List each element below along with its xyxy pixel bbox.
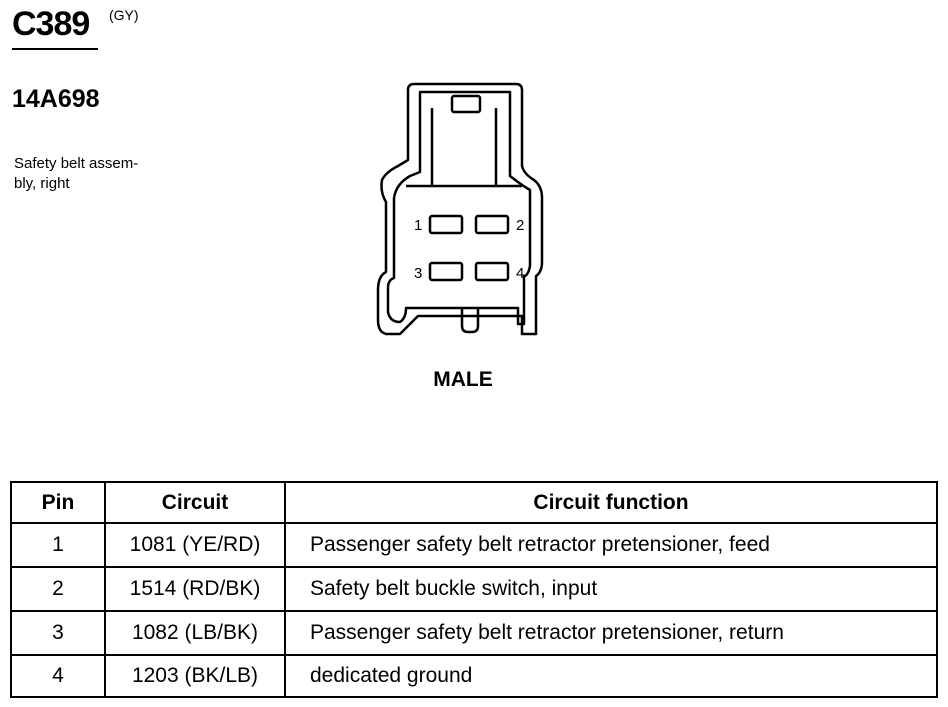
connector-face-diagram: 1 2 3 4 bbox=[376, 82, 544, 336]
table-row: 3 1082 (LB/BK) Passenger safety belt ret… bbox=[10, 610, 938, 656]
pin-label-4: 4 bbox=[516, 265, 524, 282]
cell-pin: 2 bbox=[10, 566, 106, 612]
table-row: 2 1514 (RD/BK) Safety belt buckle switch… bbox=[10, 566, 938, 612]
cell-function: Passenger safety belt retractor pretensi… bbox=[284, 522, 938, 568]
pin-cavity-2 bbox=[474, 214, 510, 235]
part-number: 14A698 bbox=[12, 85, 100, 113]
cell-function: Safety belt buckle switch, input bbox=[284, 566, 938, 612]
description-line-2: bly, right bbox=[14, 175, 70, 192]
cell-pin: 4 bbox=[10, 654, 106, 698]
cell-function: Passenger safety belt retractor pretensi… bbox=[284, 610, 938, 656]
connector-id: C389 bbox=[12, 5, 90, 43]
latch-slot bbox=[450, 94, 482, 114]
header-function: Circuit function bbox=[284, 481, 938, 524]
connector-shell-inner bbox=[386, 90, 532, 326]
cell-circuit: 1081 (YE/RD) bbox=[104, 522, 286, 568]
pin-cavity-1 bbox=[428, 214, 464, 235]
pin-label-2: 2 bbox=[516, 217, 524, 234]
connector-shell-outer bbox=[376, 82, 544, 336]
bottom-key bbox=[460, 308, 480, 334]
cell-pin: 3 bbox=[10, 610, 106, 656]
title-underline bbox=[12, 48, 98, 50]
header-pin: Pin bbox=[10, 481, 106, 524]
description-line-1: Safety belt assem- bbox=[14, 155, 139, 172]
cell-circuit: 1203 (BK/LB) bbox=[104, 654, 286, 698]
connector-gender: MALE bbox=[433, 368, 493, 391]
pin-cavity-3 bbox=[428, 261, 464, 282]
table-header-row: Pin Circuit Circuit function bbox=[10, 481, 938, 524]
pin-label-3: 3 bbox=[414, 265, 422, 282]
cell-circuit: 1514 (RD/BK) bbox=[104, 566, 286, 612]
table-row: 4 1203 (BK/LB) dedicated ground bbox=[10, 654, 938, 698]
header-circuit: Circuit bbox=[104, 481, 286, 524]
pinout-table: Pin Circuit Circuit function 1 1081 (YE/… bbox=[10, 481, 938, 698]
connector-color: (GY) bbox=[109, 7, 139, 23]
pin-label-1: 1 bbox=[414, 217, 422, 234]
cell-pin: 1 bbox=[10, 522, 106, 568]
table-row: 1 1081 (YE/RD) Passenger safety belt ret… bbox=[10, 522, 938, 568]
connector-description: Safety belt assem- bly, right bbox=[14, 154, 184, 194]
pin-cavity-4 bbox=[474, 261, 510, 282]
cell-function: dedicated ground bbox=[284, 654, 938, 698]
cell-circuit: 1082 (LB/BK) bbox=[104, 610, 286, 656]
